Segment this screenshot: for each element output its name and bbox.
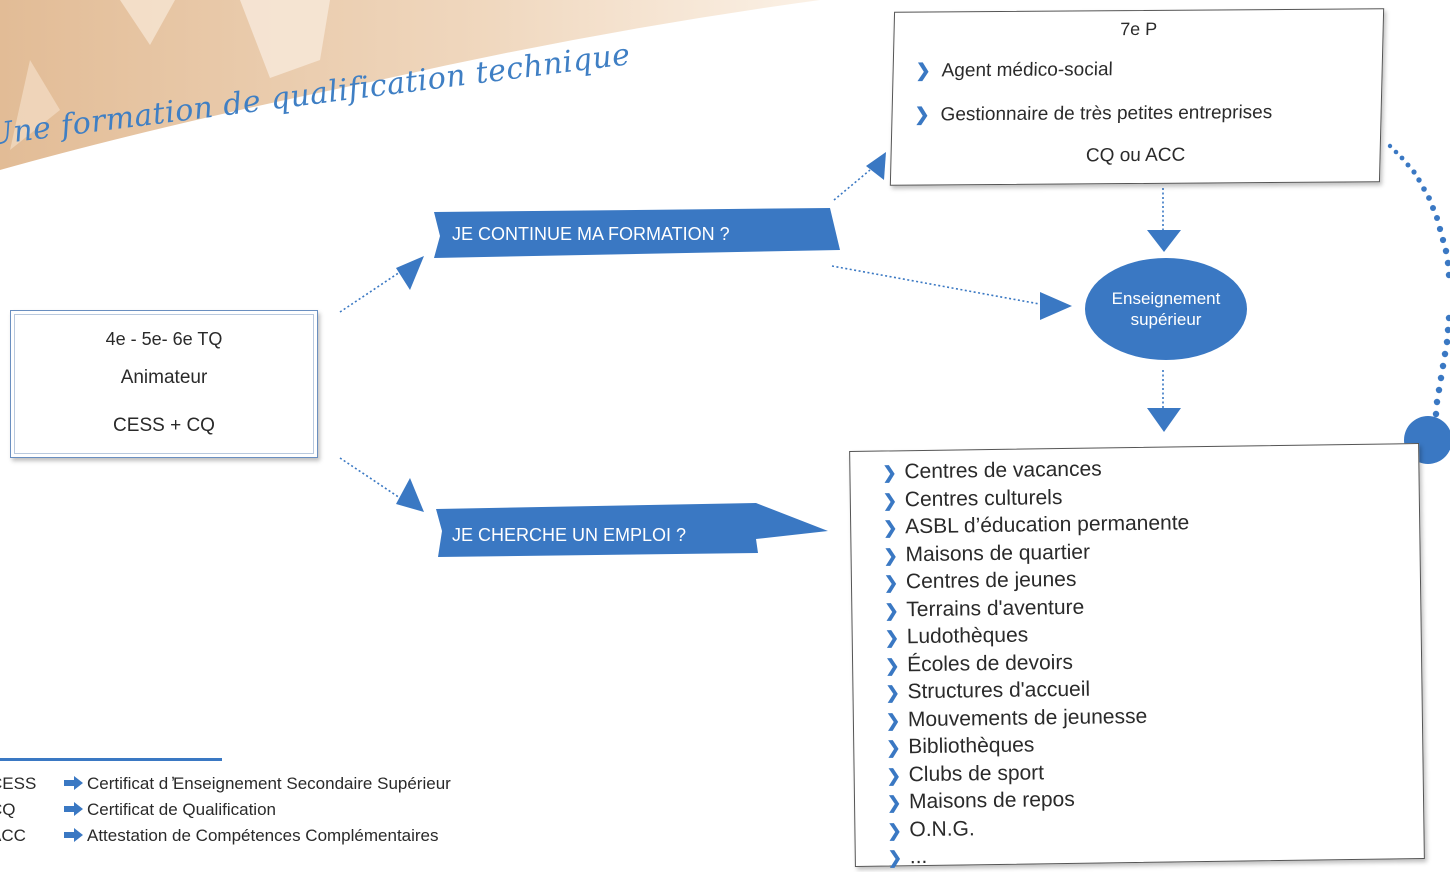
callout-search: JE CHERCHE UN EMPLOI ? <box>436 495 831 565</box>
arrow-right-icon <box>64 828 83 842</box>
legend-divider <box>0 758 222 761</box>
arrowhead-down-jobs <box>1147 408 1181 432</box>
list-item: ❯Écoles de devoirs <box>885 648 1191 680</box>
higher-ed-ellipse <box>1085 258 1247 360</box>
start-level: 4e - 5e- 6e TQ <box>105 329 223 349</box>
legend-definition: Certificat d ̓Enseignement Secondaire Su… <box>87 774 451 793</box>
legend-abbr: ACC <box>0 826 26 845</box>
legend-abbr: CQ <box>0 800 16 819</box>
arrowhead-continue <box>396 256 424 290</box>
connector-continue-to-7p <box>833 169 871 201</box>
arrow-right-icon <box>64 802 83 816</box>
chevron-right-icon: ❯ <box>887 848 903 868</box>
legend-abbr: CESS <box>0 774 37 793</box>
list-item: ❯Clubs de sport <box>886 758 1192 790</box>
list-item: ❯Mouvements de jeunesse <box>886 703 1192 735</box>
list-item: ❯O.N.G. <box>887 813 1193 845</box>
start-diploma: CESS + CQ <box>113 415 215 436</box>
list-item: ❯Structures d'accueil <box>885 675 1191 707</box>
jobs-list: ❯Centres de vacances ❯Centres culturels … <box>882 455 1194 872</box>
callout-search-label: JE CHERCHE UN EMPLOI ? <box>452 525 687 545</box>
dotted-arc <box>1387 143 1450 418</box>
chevron-right-icon: ❯ <box>884 628 900 648</box>
legend-definition: Certificat de Qualification <box>87 800 276 819</box>
list-item: ❯Bibliothèques <box>886 730 1192 762</box>
callout-continue-shape <box>434 208 840 258</box>
arrow-right-icon <box>64 776 83 790</box>
connector-continue-to-higher <box>831 265 1046 306</box>
arrowhead-search <box>396 478 424 512</box>
chevron-right-icon: ❯ <box>915 60 931 81</box>
chevron-right-icon: ❯ <box>883 518 898 538</box>
connector-start-to-search <box>339 457 401 499</box>
chevron-right-icon: ❯ <box>882 463 897 483</box>
start-profession: Animateur <box>120 367 208 388</box>
chevron-right-icon: ❯ <box>914 104 930 125</box>
chevron-right-icon: ❯ <box>885 710 901 731</box>
chevron-right-icon: ❯ <box>882 490 898 511</box>
box-7p: 7e P ❯Agent médico-social ❯Gestionnaire … <box>889 8 1385 186</box>
chevron-right-icon: ❯ <box>886 793 902 813</box>
background-decoration <box>0 0 820 170</box>
higher-ed-node: Enseignement supérieur <box>1083 256 1249 362</box>
arrowhead-7p <box>866 152 886 180</box>
legend-definition: Attestation de Compétences Complémentair… <box>87 826 439 845</box>
list-item: ❯Centres culturels <box>883 483 1189 515</box>
jobs-box: ❯Centres de vacances ❯Centres culturels … <box>849 443 1425 868</box>
box-7p-footer: CQ ou ACC <box>1085 144 1186 167</box>
list-item: ❯ASBL d’éducation permanente <box>883 510 1189 542</box>
box-7p-header: 7e P <box>1119 18 1158 40</box>
connector-start-to-continue <box>339 271 401 313</box>
list-item: ❯Centres de jeunes <box>884 565 1190 597</box>
box-7p-item: ❯Gestionnaire de très petites entreprise… <box>914 102 1273 126</box>
list-item: ❯Ludothèques <box>885 620 1191 652</box>
chevron-right-icon: ❯ <box>887 820 902 841</box>
chevron-right-icon: ❯ <box>884 655 900 676</box>
chevron-right-icon: ❯ <box>884 600 899 621</box>
arrowhead-down-higher <box>1147 230 1181 252</box>
box-7p-item: ❯Agent médico-social <box>915 59 1114 82</box>
chevron-right-icon: ❯ <box>886 765 902 786</box>
callout-search-shape <box>436 503 828 557</box>
callout-continue: JE CONTINUE MA FORMATION ? <box>432 196 842 276</box>
start-box: 4e - 5e- 6e TQ Animateur CESS + CQ <box>10 310 318 458</box>
callout-continue-label: JE CONTINUE MA FORMATION ? <box>452 224 730 244</box>
chevron-right-icon: ❯ <box>883 573 899 593</box>
arrowhead-higher <box>1040 292 1072 320</box>
chevron-right-icon: ❯ <box>886 738 901 758</box>
chevron-right-icon: ❯ <box>885 683 900 703</box>
list-item: ❯Terrains d'aventure <box>884 593 1190 625</box>
list-item: ❯Maisons de repos <box>887 785 1193 817</box>
chevron-right-icon: ❯ <box>883 545 898 566</box>
list-item: ❯... <box>888 840 1194 872</box>
list-item: ❯Centres de vacances <box>882 455 1188 487</box>
list-item: ❯Maisons de quartier <box>883 538 1189 570</box>
higher-ed-label: Enseignement supérieur <box>1111 289 1221 329</box>
